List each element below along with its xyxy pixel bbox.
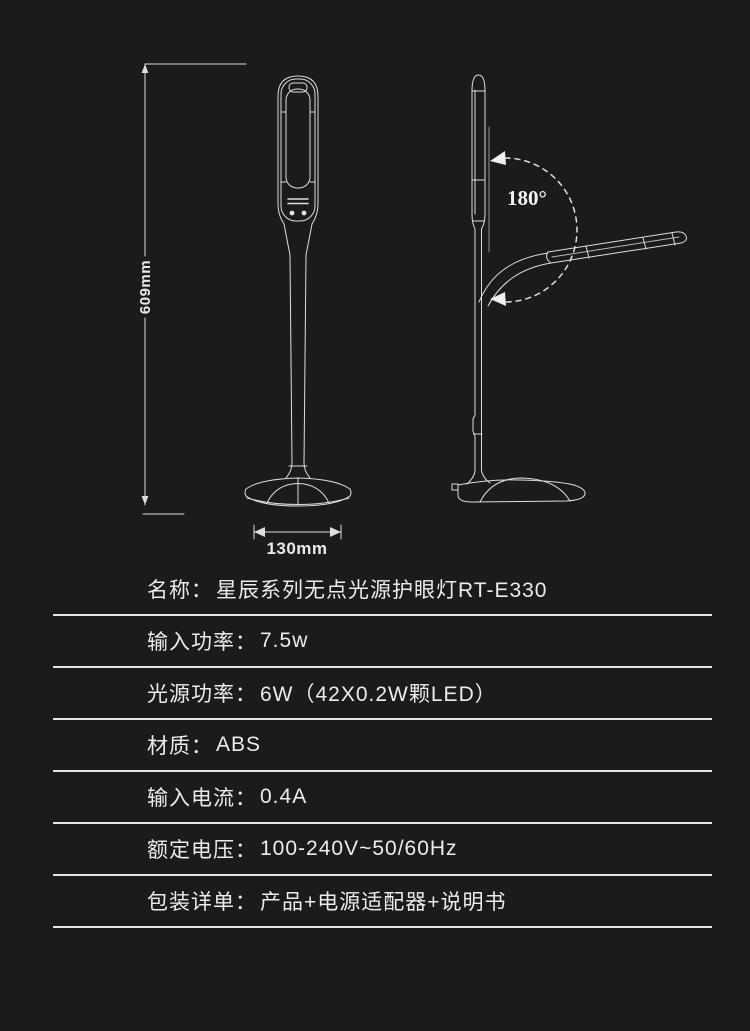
spec-value: 星辰系列无点光源护眼灯RT-E330 xyxy=(216,579,548,602)
spec-label: 额定电压 xyxy=(147,839,235,862)
front-stem-left xyxy=(285,256,293,479)
rotation-arrow-top-icon xyxy=(490,151,506,165)
spec-separator: ： xyxy=(235,787,257,810)
rotation-annotation: 180° xyxy=(490,151,578,306)
front-button-dot-right xyxy=(301,210,307,216)
rotation-dashed-arc xyxy=(504,157,578,303)
spec-row-package-contents: 包装详单：产品+电源适配器+说明书 xyxy=(53,876,712,928)
front-led-window xyxy=(285,88,311,189)
spec-label: 材质 xyxy=(147,735,191,758)
spec-value: 7.5w xyxy=(260,629,309,652)
spec-row-light-source-power: 光源功率：6W（42X0.2W颗LED） xyxy=(53,668,712,720)
spec-row-input-power: 输入功率：7.5w xyxy=(53,616,712,668)
side-stem-right xyxy=(481,213,486,472)
front-touch-slider-lines xyxy=(287,198,309,205)
spec-table: 名称：星辰系列无点光源护眼灯RT-E330 输入功率：7.5w 光源功率：6W（… xyxy=(53,564,712,928)
dimension-arrow-left-icon xyxy=(254,527,265,537)
spec-separator: ： xyxy=(235,839,257,862)
dimension-arrow-down-icon xyxy=(141,496,149,505)
spec-label: 输入功率 xyxy=(147,631,235,654)
front-head-outline xyxy=(277,75,319,258)
spec-label: 包装详单 xyxy=(147,891,235,914)
height-dimension-label: 609mm xyxy=(137,260,154,314)
side-head-outline xyxy=(471,74,486,215)
spec-separator: ： xyxy=(235,891,257,914)
width-dimension: 130mm xyxy=(253,524,342,558)
spec-value: ABS xyxy=(216,733,262,756)
side-arm-ticks xyxy=(585,232,676,259)
front-base-dome xyxy=(266,483,330,504)
lamp-front-view-drawing xyxy=(244,75,352,507)
lamp-technical-diagram: 609mm xyxy=(137,63,687,558)
front-head-inner-outline xyxy=(280,78,316,222)
side-stem-base-flare xyxy=(466,470,491,485)
side-arm-outline xyxy=(547,231,687,264)
front-side-ticks xyxy=(280,111,316,183)
rotation-angle-label: 180° xyxy=(507,186,547,210)
front-button-dot-left xyxy=(289,210,295,216)
spec-separator: ： xyxy=(235,683,257,706)
dimension-arrow-up-icon xyxy=(141,64,149,73)
side-base-outline xyxy=(457,479,586,503)
side-gooseneck-upper xyxy=(478,252,549,303)
spec-value: 6W（42X0.2W颗LED） xyxy=(260,683,497,706)
spec-label: 名称 xyxy=(147,579,191,602)
side-arm-highlight xyxy=(551,236,680,258)
spec-separator: ： xyxy=(191,735,213,758)
rotation-arrow-bottom-icon xyxy=(490,292,506,306)
side-base-lip xyxy=(451,483,459,491)
spec-separator: ： xyxy=(235,631,257,654)
spec-label: 光源功率 xyxy=(147,683,235,706)
height-dimension: 609mm xyxy=(137,63,247,515)
spec-row-material: 材质：ABS xyxy=(53,720,712,772)
spec-label: 输入电流 xyxy=(147,787,235,810)
spec-row-input-current: 输入电流：0.4A xyxy=(53,772,712,824)
spec-separator: ： xyxy=(191,579,213,602)
spec-value: 0.4A xyxy=(260,785,308,808)
lamp-side-view-drawing xyxy=(451,74,687,503)
spec-value: 100-240V~50/60Hz xyxy=(260,837,458,860)
front-head-clip xyxy=(288,82,308,93)
spec-row-rated-voltage: 额定电压：100-240V~50/60Hz xyxy=(53,824,712,876)
spec-row-name: 名称：星辰系列无点光源护眼灯RT-E330 xyxy=(53,564,712,616)
front-stem-right xyxy=(303,256,311,479)
side-stem-left xyxy=(471,213,476,472)
spec-value: 产品+电源适配器+说明书 xyxy=(260,891,507,914)
side-arm-left-end xyxy=(546,251,552,264)
width-dimension-label: 130mm xyxy=(266,539,327,558)
dimension-arrow-right-icon xyxy=(330,527,341,537)
side-base-dome xyxy=(479,477,571,503)
